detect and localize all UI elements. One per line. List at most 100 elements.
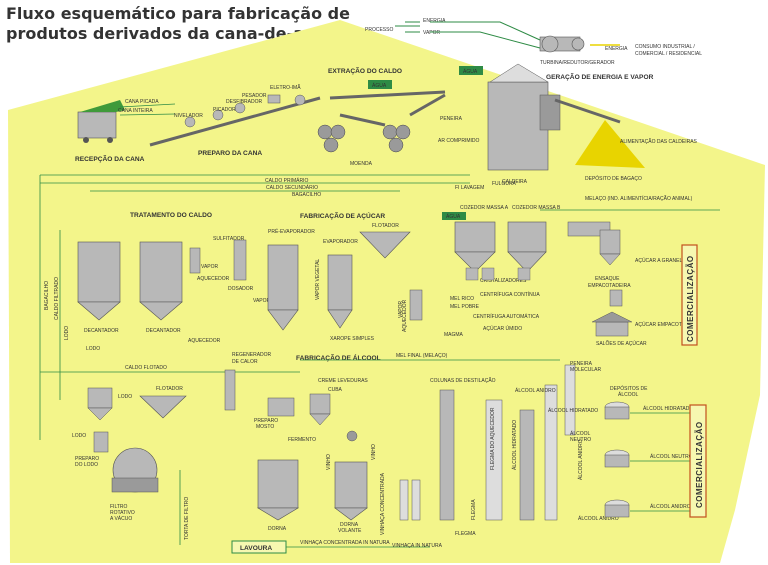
- alcool-hidratado-label-3: ÁLCOOL HIDRATADO: [643, 405, 693, 412]
- picador-label: PICADOR: [213, 107, 236, 113]
- cozedor-a-label: COZEDOR MASSA A: [460, 205, 509, 211]
- lodo-label-2: LODO: [86, 346, 100, 352]
- background-sheet: [8, 20, 765, 563]
- caldo-secundario-label: CALDO SECUNDÁRIO: [266, 184, 318, 191]
- consumo-label-2: COMERCIAL / RESIDENCIAL: [635, 51, 702, 57]
- pre-evaporador-label: PRÉ-EVAPORADOR: [268, 228, 315, 235]
- nivelador-label: NIVELADOR: [174, 113, 203, 119]
- regenerador-label-2: DE CALOR: [232, 359, 258, 365]
- decantador-label-2: DECANTADOR: [146, 328, 181, 334]
- vinho-label-2: VINHO: [371, 444, 377, 460]
- flotador-acucar: [359, 231, 411, 259]
- lodo-tank: [87, 387, 113, 421]
- vinhaca-concentrada-label: VINHAÇA CONCENTRADA: [380, 472, 386, 535]
- section-recepcao: RECEPÇÃO DA CANA: [75, 154, 145, 163]
- acucar-granel-label: AÇÚCAR A GRANEL: [635, 257, 682, 264]
- melaco-label: MELAÇO (IND. ALIMENTÍCIA/RAÇÃO ANIMAL): [585, 195, 693, 202]
- alcool-hidratado-label-2: ÁLCOOL HIDRATADO: [548, 407, 598, 414]
- sugar-dryer: [567, 221, 621, 266]
- alcool-anidro-label-4: ÁLCOOL ANIDRO: [650, 503, 691, 510]
- decanter-2: [139, 241, 183, 321]
- dorna-volante-label-2: VOLANTE: [338, 528, 362, 534]
- cana-inteira-label: CANA INTEIRA: [118, 108, 153, 114]
- agua-label: ÁGUA: [372, 82, 387, 89]
- comercializacao-label-1: COMERCIALIZAÇÃO: [686, 255, 695, 342]
- torta-label: TORTA DE FILTRO: [184, 497, 190, 540]
- cane-truck: [77, 100, 125, 143]
- magma-label: MAGMA: [444, 332, 464, 338]
- fulgura-label: FULGURA: [492, 181, 517, 187]
- mel-final-label: MEL FINAL (MELAÇO): [396, 353, 448, 359]
- deposito-bagaco-label: DEPÓSITO DE BAGAÇO: [585, 175, 642, 182]
- caldo-flotado-label: CALDO FLOTADO: [125, 365, 167, 371]
- depositos-label-2: ÁLCOOL: [618, 391, 639, 398]
- alcool-anidro-label-2: ÁLCOOL ANIDRO: [577, 439, 584, 480]
- peneira-label: PENEIRA: [440, 116, 463, 122]
- boiler: [487, 63, 561, 171]
- turbina-label: TURBINA/REDUTOR/GERADOR: [540, 60, 615, 66]
- comercializacao-label-2: COMERCIALIZAÇÃO: [695, 421, 704, 508]
- acucar-empacotado-label: AÇÚCAR EMPACOTADO: [635, 321, 692, 328]
- vapor-label: VAPOR: [201, 264, 219, 270]
- section-geracao: GERAÇÃO DE ENERGIA E VAPOR: [546, 72, 654, 81]
- colunas-label: COLUNAS DE DESTILAÇÃO: [430, 377, 496, 384]
- alcool-neutro-label-2: NEUTRO: [570, 437, 591, 443]
- aquecedor-label-2: AQUECEDOR: [188, 338, 221, 344]
- aquecedor-label-3: AQUECEDOR: [402, 299, 408, 332]
- flotador-label-2: FLOTADOR: [156, 386, 183, 392]
- dorna: [256, 459, 300, 521]
- peneira-molecular-label-2: MOLECULAR: [570, 367, 602, 373]
- decanter-1: [77, 241, 121, 321]
- turbine-generator: TURBINA/REDUTOR/GERADOR: [539, 35, 615, 66]
- aquecedor-label: AQUECEDOR: [197, 276, 230, 282]
- legend-energia: ENERGIA: [423, 18, 446, 24]
- lodo-label: LODO: [64, 326, 70, 340]
- mill: [317, 90, 446, 153]
- filtro-label-3: A VÁCUO: [110, 515, 132, 522]
- energia-label: ENERGIA: [605, 46, 628, 52]
- fi-lavagem-label: FI LAVAGEM: [455, 185, 484, 191]
- vapor-label-2: VAPOR: [253, 298, 271, 304]
- agua-label-3: ÁGUA: [446, 213, 461, 220]
- preparo-mosto-label: PREPARO: [254, 418, 278, 424]
- bagasse-pile: [575, 120, 645, 168]
- moenda-label: MOENDA: [350, 161, 373, 167]
- dosador-label: DOSADOR: [228, 286, 254, 292]
- vapor-vegetal-label: VAPOR VEGETAL: [315, 259, 321, 300]
- vinhaca-conc-natura-label: VINHAÇA CONCENTRADA IN NATURA: [300, 540, 390, 546]
- empacotadeira-label: EMPACOTADEIRA: [588, 283, 631, 289]
- mel-pobre-label: MEL POBRE: [450, 304, 480, 310]
- prep-conveyor: [149, 96, 321, 147]
- lodo-label-4: LODO: [72, 433, 86, 439]
- ar-comprimido-label: AR COMPRIMIDO: [438, 138, 480, 144]
- legend-vapor: VAPOR: [423, 30, 441, 36]
- vinhaca-natura-label: VINHAÇA IN NATURA: [392, 543, 443, 549]
- dorna-volante-label: DORNA: [340, 522, 359, 528]
- flegma-label-2: FLEGMA: [455, 531, 476, 537]
- lavoura-label: LAVOURA: [240, 545, 272, 552]
- dorna-label: DORNA: [268, 526, 287, 532]
- cana-picada-label: CANA PICADA: [125, 99, 159, 105]
- section-acucar: FABRICAÇÃO DE AÇÚCAR: [300, 211, 385, 220]
- caldeira-label: CALDEIRA: [502, 179, 528, 185]
- vapor-label-3: VAPOR: [398, 300, 404, 318]
- consumo-label: CONSUMO INDUSTRIAL /: [635, 44, 695, 50]
- agua-label-2: ÁGUA: [463, 68, 478, 75]
- alimentacao-label: ALIMENTAÇÃO DAS CALDEIRAS: [620, 138, 698, 145]
- alcohol-tanks: [604, 401, 630, 518]
- cooker-b: [507, 221, 547, 273]
- filtro-label: FILTRO: [110, 504, 128, 510]
- title-line-2: produtos derivados da cana-de-açúcar: [6, 24, 354, 43]
- flotador-alcool: [139, 395, 187, 419]
- saloes-label: SALÕES DE AÇÚCAR: [596, 340, 647, 347]
- preparo-lodo-label: PREPARO: [75, 456, 99, 462]
- flotador-label: FLOTADOR: [372, 223, 399, 229]
- comercializacao-box-1: [681, 244, 698, 346]
- cristalizadores-label: CRISTALIZADORES: [480, 278, 527, 284]
- fermento-label: FERMENTO: [288, 437, 316, 443]
- agua-box-2: [459, 66, 483, 75]
- distillation-columns: [399, 364, 576, 521]
- pesador-label: PESADOR: [242, 93, 267, 99]
- pre-evaporator: [267, 244, 299, 331]
